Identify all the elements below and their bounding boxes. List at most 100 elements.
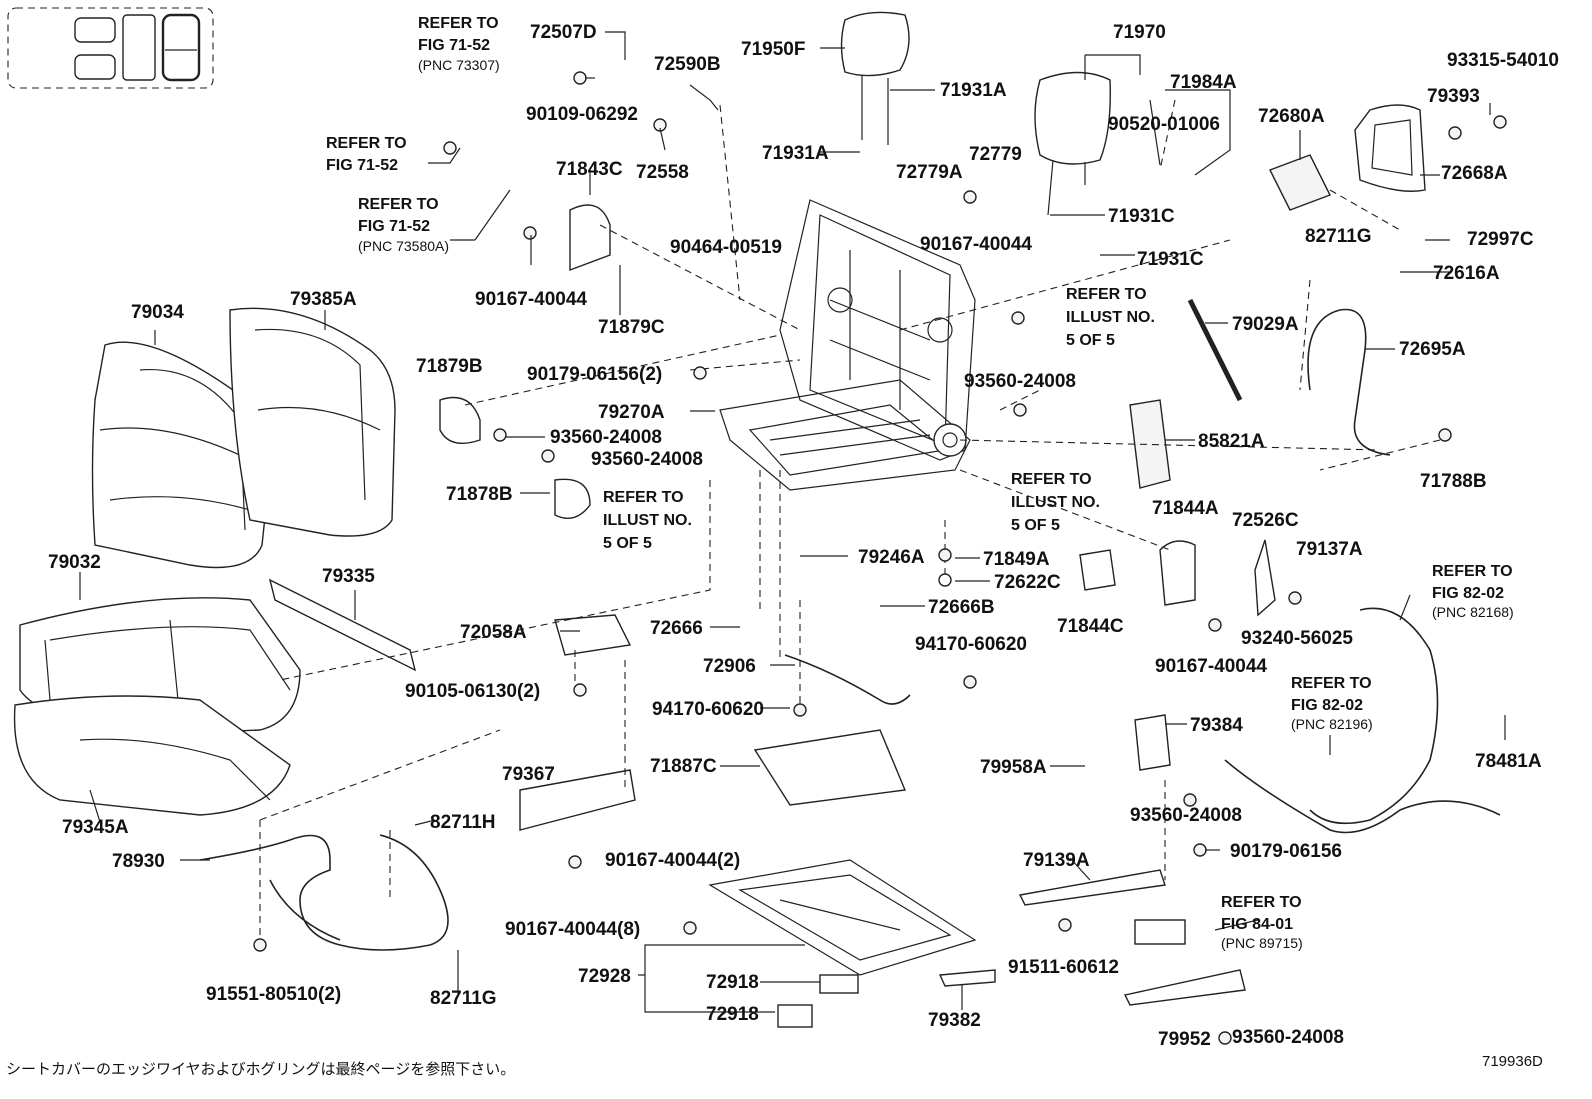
cover-71887C — [753, 729, 906, 806]
svg-text:ILLUST NO.: ILLUST NO. — [603, 512, 692, 529]
svg-text:REFER TO: REFER TO — [358, 196, 439, 213]
svg-text:REFER TO: REFER TO — [1221, 894, 1302, 911]
footnote-text: シートカバーのエッジワイヤおよびホグリングは最終ページを参照下さい。 — [6, 1060, 515, 1078]
cover-71878B — [554, 478, 591, 519]
svg-text:5 OF 5: 5 OF 5 — [1011, 517, 1060, 534]
part-label: 90179-06156(2) — [527, 364, 662, 385]
lock-bracket-72668A — [1354, 104, 1426, 192]
part-label: 82711H — [430, 812, 496, 833]
refer-illust-5-of-5-b: REFER TO ILLUST NO. 5 OF 5 — [1011, 471, 1100, 534]
part-label: 71931A — [940, 80, 1007, 101]
part-label: 91511-60612 — [1008, 957, 1119, 978]
part-label: 90167-40044(2) — [605, 850, 740, 871]
cover-79367 — [519, 769, 636, 831]
svg-text:FIG 71-52: FIG 71-52 — [418, 37, 490, 54]
part-label: 71931C — [1137, 249, 1204, 270]
seatback-pad-79385A — [229, 307, 396, 537]
part-label: 90109-06292 — [526, 104, 638, 125]
part-label: 93560-24008 — [591, 449, 703, 470]
cover-71844A — [1159, 540, 1196, 606]
part-label: 72666B — [928, 597, 995, 618]
seat-frame-79270A — [719, 379, 971, 491]
seat-pan-72928 — [708, 859, 977, 976]
part-label: 79367 — [502, 764, 555, 785]
pad-72918-a — [819, 974, 859, 994]
part-label: 72616A — [1433, 263, 1500, 284]
part-label: 79139A — [1023, 850, 1090, 871]
svg-text:ILLUST NO.: ILLUST NO. — [1066, 309, 1155, 326]
part-label: 90105-06130(2) — [405, 681, 540, 702]
recliner-72680A — [1269, 154, 1331, 211]
part-label: 72918 — [706, 972, 759, 993]
part-label: 79385A — [290, 289, 357, 310]
part-label: 90167-40044(8) — [505, 919, 640, 940]
part-label: 71970 — [1113, 22, 1166, 43]
part-label: 72622C — [994, 572, 1061, 593]
part-label: 72779 — [969, 144, 1022, 165]
pan-inner-lines — [738, 874, 952, 961]
part-label: 79029A — [1232, 314, 1299, 335]
part-label: 79034 — [131, 302, 184, 323]
harness-78930 — [199, 834, 449, 951]
part-label: 78481A — [1475, 751, 1542, 772]
part-label: 90179-06156 — [1230, 841, 1342, 862]
part-label: 79382 — [928, 1010, 981, 1031]
part-label: 72666 — [650, 618, 703, 639]
figure-id: 719936D — [1482, 1053, 1543, 1070]
fastener-markers — [253, 71, 1507, 1045]
part-label: 85821A — [1198, 431, 1265, 452]
part-label: 72997C — [1467, 229, 1534, 250]
part-label: 72928 — [578, 966, 631, 987]
refer-fig-71-52-a: REFER TO FIG 71-52 (PNC 73307) — [418, 15, 500, 73]
part-label: 94170-60620 — [915, 634, 1027, 655]
part-label: 72558 — [636, 162, 689, 183]
part-label: 94170-60620 — [652, 699, 764, 720]
gas-spring-79029A — [1187, 298, 1243, 402]
part-label: 71984A — [1170, 72, 1237, 93]
cushion-bar-79335 — [268, 578, 417, 672]
svg-text:5 OF 5: 5 OF 5 — [1066, 332, 1115, 349]
svg-text:REFER TO: REFER TO — [1291, 675, 1372, 692]
refer-fig-84-01: REFER TO FIG 84-01 (PNC 89715) — [1221, 894, 1303, 951]
clip-79382 — [938, 969, 996, 987]
refer-fig-71-52-c: REFER TO FIG 71-52 (PNC 73580A) — [358, 196, 449, 254]
part-label: 82711G — [1305, 226, 1372, 247]
part-label: 71788B — [1420, 471, 1487, 492]
svg-text:(PNC 82196): (PNC 82196) — [1291, 716, 1373, 732]
part-label: 72058A — [460, 622, 527, 643]
refer-fig-82-02-b: REFER TO FIG 82-02 (PNC 82196) — [1291, 675, 1373, 732]
part-label: 71887C — [650, 756, 717, 777]
part-label: 72906 — [703, 656, 756, 677]
part-label: 79345A — [62, 817, 129, 838]
part-label: 71931A — [762, 143, 829, 164]
part-label: 79384 — [1190, 715, 1243, 736]
part-label: 82711G — [430, 988, 497, 1009]
svg-text:FIG 71-52: FIG 71-52 — [358, 218, 430, 235]
part-label: 71879B — [416, 356, 483, 377]
part-label: 78930 — [112, 851, 165, 872]
part-label: 72590B — [654, 54, 721, 75]
svg-text:FIG 82-02: FIG 82-02 — [1432, 585, 1504, 602]
part-label: 71931C — [1108, 206, 1175, 227]
label-leaders — [79, 31, 1506, 1013]
part-label: 90167-40044 — [920, 234, 1032, 255]
cover-71879B — [439, 396, 481, 444]
svg-text:(PNC 89715): (PNC 89715) — [1221, 935, 1303, 951]
part-label: 90520-01006 — [1108, 114, 1220, 135]
refer-illust-5-of-5-c: REFER TO ILLUST NO. 5 OF 5 — [603, 489, 692, 552]
svg-text:REFER TO: REFER TO — [1066, 286, 1147, 303]
seat-cushion-pad-79345A — [13, 695, 291, 816]
part-label: 90167-40044 — [475, 289, 587, 310]
part-label: 79246A — [858, 547, 925, 568]
part-label: 72695A — [1399, 339, 1466, 360]
svg-text:REFER TO: REFER TO — [1011, 471, 1092, 488]
part-label: 91551-80510(2) — [206, 984, 341, 1005]
part-label: 93560-24008 — [550, 427, 662, 448]
part-label: 71950F — [741, 39, 805, 60]
svg-text:FIG 71-52: FIG 71-52 — [326, 157, 398, 174]
part-label: 79958A — [980, 757, 1047, 778]
svg-text:5 OF 5: 5 OF 5 — [603, 535, 652, 552]
dashed-reference-lines — [259, 99, 1441, 940]
part-label: 72918 — [706, 1004, 759, 1025]
part-label: 71849A — [983, 549, 1050, 570]
